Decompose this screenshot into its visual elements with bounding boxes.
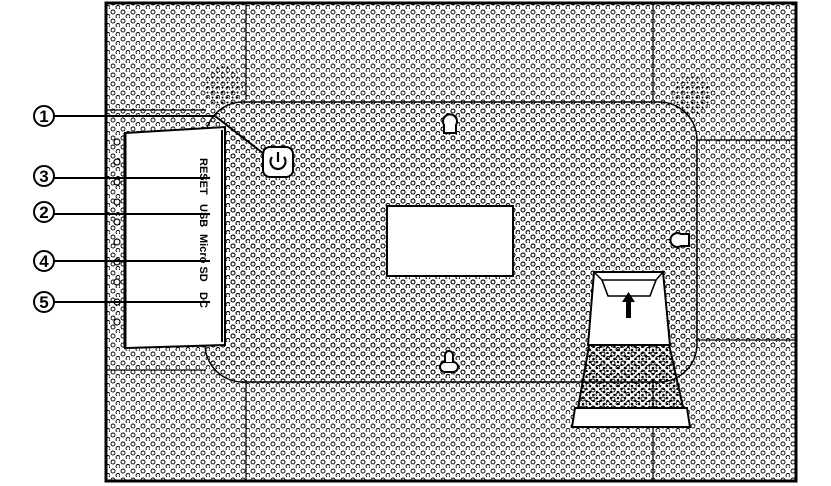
svg-text:3: 3 (39, 167, 48, 186)
callout-4: 4 (33, 250, 210, 272)
lock-icon (439, 350, 459, 373)
port-label-dc: DC (197, 292, 209, 308)
stand-hinge (600, 279, 658, 297)
stand-foot (570, 407, 692, 428)
svg-text:2: 2 (39, 203, 48, 222)
callout-5: 5 (33, 291, 210, 313)
keyhole-icon (669, 232, 690, 248)
svg-text:4: 4 (39, 252, 49, 271)
power-icon (269, 152, 287, 171)
speaker-grill-right (672, 75, 712, 115)
svg-text:1: 1 (39, 107, 48, 126)
callout-2: 2 (33, 201, 210, 223)
callout-3: 3 (33, 165, 210, 187)
svg-text:5: 5 (39, 293, 48, 312)
keyhole-icon (442, 113, 458, 134)
port-label-usb: USB (197, 204, 209, 227)
stand-arrow-icon (622, 292, 635, 318)
label-plate (386, 205, 514, 277)
callout-1: 1 (33, 105, 265, 155)
speaker-grill-left (203, 66, 243, 106)
port-labels: RESET USB Micro SD DC (197, 158, 209, 308)
port-label-reset: RESET (197, 158, 209, 195)
stand (570, 271, 692, 428)
power-button[interactable] (262, 146, 294, 178)
port-label-micro-sd: Micro SD (197, 234, 209, 282)
frame-segment-lines (106, 3, 796, 481)
port-panel (123, 125, 226, 350)
